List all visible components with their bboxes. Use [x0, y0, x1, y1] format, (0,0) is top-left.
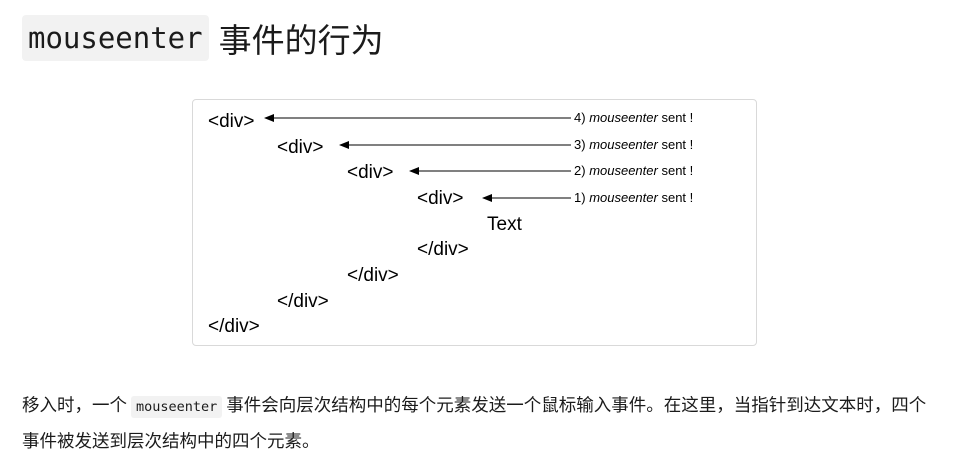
event-label-2-prefix: 2)	[574, 163, 586, 178]
event-label-4-suffix: sent !	[661, 110, 693, 125]
event-label-1-name: mouseenter	[589, 190, 658, 205]
event-label-3-suffix: sent !	[661, 137, 693, 152]
event-label-1: 1) mouseenter sent !	[574, 190, 693, 205]
event-label-2: 2) mouseenter sent !	[574, 163, 693, 178]
close-tag-level-3: </div>	[347, 265, 399, 286]
open-tag-level-1: <div>	[208, 111, 254, 132]
event-label-3-prefix: 3)	[574, 137, 586, 152]
event-label-1-suffix: sent !	[661, 190, 693, 205]
close-tag-level-1: </div>	[208, 316, 260, 337]
open-tag-level-3: <div>	[347, 162, 393, 183]
open-tag-level-2: <div>	[277, 137, 323, 158]
paragraph-code: mouseenter	[131, 396, 223, 418]
close-tag-level-2: </div>	[277, 291, 329, 312]
event-label-3: 3) mouseenter sent !	[574, 137, 693, 152]
event-label-4-prefix: 4)	[574, 110, 586, 125]
title-code: mouseenter	[22, 15, 209, 61]
event-label-3-name: mouseenter	[589, 137, 658, 152]
open-tag-level-4: <div>	[417, 188, 463, 209]
event-label-4: 4) mouseenter sent !	[574, 110, 693, 125]
event-label-2-suffix: sent !	[661, 163, 693, 178]
event-label-1-prefix: 1)	[574, 190, 586, 205]
title-text: 事件的行为	[218, 21, 384, 60]
close-tag-level-4: </div>	[417, 239, 469, 260]
paragraph-intro: 移入时，一个	[22, 396, 127, 416]
event-label-2-name: mouseenter	[589, 163, 658, 178]
diagram-svg: <div> <div> <div> <div> Text </div> </di…	[208, 110, 693, 337]
paragraph-body: 事件会向层次结构中的每个元素发送一个鼠标输入事件。在这里，当指针到达文本时，四个…	[22, 396, 927, 452]
mouseenter-diagram: <div> <div> <div> <div> Text </div> </di…	[192, 99, 757, 346]
event-label-4-name: mouseenter	[589, 110, 658, 125]
page-title: mouseenter 事件的行为	[22, 10, 384, 66]
inner-text: Text	[487, 214, 523, 235]
